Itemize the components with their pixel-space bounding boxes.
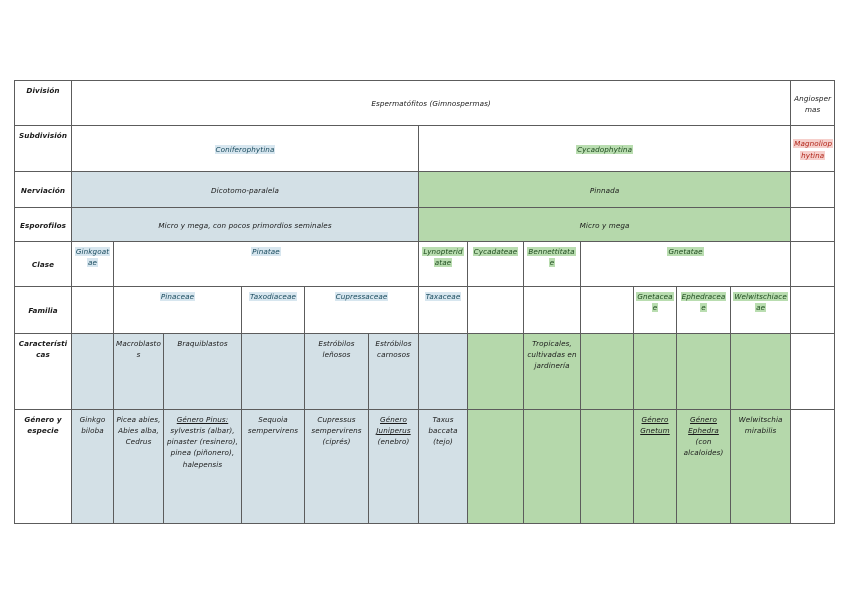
cell-clase-angiospermas [790,241,836,287]
cell-familia-gnetaceae: Gnetaceae [633,286,677,334]
row-label-caracteristicas: Características [14,333,72,410]
row-label-division: División [14,80,72,126]
cell-genero-taxus: Taxus baccata (tejo) [418,409,468,524]
cell-division-gimnospermas: Espermatófitos (Gimnospermas) [70,80,792,126]
cell-genero-gnetum: Género Gnetum [633,409,677,524]
cell-nerviacion-angiospermas [790,171,836,208]
cell-clase-bennettitatae: Bennettitatae [523,241,581,287]
cell-familia-taxodiaceae: Taxodiaceae [241,286,305,334]
cell-familia-cycadateae [523,286,581,334]
cell-caract-estrobilos-lenosos: Estróbilos leñosos [304,333,369,410]
table-row-caracteristicas: Características Macroblastos Braquiblast… [14,333,836,410]
cell-genero-pinaceae-otros: Picea abies, Abies alba, Cedrus [113,409,164,524]
cell-genero-sequoia: Sequoia sempervirens [241,409,305,524]
taxonomy-table: División Espermatófitos (Gimnospermas) A… [14,80,836,524]
cell-familia-cupressaceae: Cupressaceae [304,286,419,334]
row-label-esporofilos: Esporofilos [14,207,72,242]
cell-nerviacion-cycadophytina: Pinnada [417,171,792,208]
cell-caract-cycadateae: Tropicales, cultivadas en jardinería [523,333,581,410]
table-row-nerviacion: Nerviación Dicotomo-paralela Pinnada [14,171,836,208]
cell-genero-welwitschia: Welwitschia mirabilis [729,409,792,524]
label-welwitschiaceae: Welwitschiaceae [733,292,788,313]
label-cycadophytina: Cycadophytina [576,144,634,154]
cell-genero-juniperus: Género Juniperus (enebro) [368,409,419,524]
label-cupressaceae: Cupressaceae [334,292,389,301]
cell-esporofilos-cycadophytina: Micro y mega [417,207,792,242]
cell-caract-lynopteridatae [467,333,524,410]
cell-genero-angiospermas [790,409,836,524]
label-ephedra-nota: (con alcaloides) [683,437,724,458]
table-row-clase: Clase Ginkgoatae Pinatae Lynopteridatae … [14,241,836,287]
label-pinus-especies: sylvestris (albar), pinaster (resinero),… [166,426,239,469]
row-label-familia: Familia [14,286,72,334]
label-bennettitatae: Bennettitatae [527,247,576,268]
label-taxodiaceae: Taxodiaceae [249,292,297,301]
label-ephedraceae: Ephedraceae [680,292,727,313]
cell-caract-gnetaceae [633,333,677,410]
label-lynopteridatae: Lynopteridatae [422,247,464,268]
cell-caract-welwitschiaceae [729,333,792,410]
row-label-genero-especie: Género y especie [14,409,72,524]
cell-subdivision-cycadophytina: Cycadophytina [417,125,792,172]
cell-caract-bennettitatae [580,333,634,410]
label-taxaceae: Taxaceae [424,292,462,301]
row-label-clase: Clase [14,241,72,287]
row-label-subdivision: Subdivisión [14,125,72,172]
cell-subdivision-magnoliophytina: Magnoliophytina [790,125,836,172]
label-juniperus-nombre: (enebro) [377,437,410,447]
cell-caract-estrobilos-carnosos: Estróbilos carnosos [368,333,419,410]
cell-clase-cycadateae: Cycadateae [467,241,524,287]
cell-caract-braquiblastos: Braquiblastos [163,333,242,410]
label-magnoliophytina: Magnoliophytina [793,139,834,160]
label-genero-pinus: Género Pinus: [176,415,229,424]
cell-caract-taxaceae [418,333,468,410]
cell-caract-taxodiaceae [241,333,305,410]
cell-familia-angiospermas [790,286,836,334]
cell-familia-ephedraceae: Ephedraceae [676,286,731,334]
cell-genero-lynopteridatae [467,409,524,524]
cell-nerviacion-coniferophytina: Dicotomo-paralela [71,171,419,208]
table-row-genero-especie: Género y especie Ginkgo biloba Picea abi… [14,409,836,524]
cell-esporofilos-angiospermas [790,207,836,242]
label-genero-gnetum: Género Gnetum [640,415,670,436]
cell-clase-ginkgoatae: Ginkgoatae [71,241,114,287]
cell-familia-taxaceae: Taxaceae [418,286,468,334]
cell-caract-ephedraceae [676,333,731,410]
cell-genero-bennettitatae [580,409,634,524]
cell-genero-ephedra: Género Ephedra (con alcaloides) [676,409,731,524]
cell-familia-pinaceae: Pinaceae [113,286,242,334]
cell-caract-angiospermas [790,333,836,410]
label-coniferophytina: Coniferophytina [214,144,276,154]
cell-genero-ginkgo: Ginkgo biloba [71,409,114,524]
row-label-nerviacion: Nerviación [14,171,72,208]
label-genero-ephedra: Género Ephedra [688,415,719,436]
label-gnetatae: Gnetatae [667,247,704,256]
table-row-esporofilos: Esporofilos Micro y mega, con pocos prim… [14,207,836,242]
cell-familia-bennettitatae [580,286,634,334]
cell-clase-lynopteridatae: Lynopteridatae [418,241,468,287]
cell-division-angiospermas: Angiospermas [790,80,836,126]
label-gnetaceae: Gnetaceae [636,292,674,313]
cell-genero-cupressus: Cupressus sempervirens (ciprés) [304,409,369,524]
table-row-subdivision: Subdivisión Coniferophytina Cycadophytin… [14,125,836,172]
cell-familia-welwitschiaceae: Welwitschiaceae [729,286,792,334]
label-ginkgoatae: Ginkgoatae [74,247,111,268]
cell-clase-pinatae: Pinatae [113,241,419,287]
label-cycadateae: Cycadateae [472,247,519,256]
label-pinaceae: Pinaceae [159,292,196,301]
label-pinatae: Pinatae [251,247,281,256]
label-genero-juniperus: Género Juniperus [376,415,411,436]
table-row-division: División Espermatófitos (Gimnospermas) A… [14,80,836,126]
cell-genero-cycadateae [523,409,581,524]
cell-caract-ginkgoatae [71,333,114,410]
cell-familia-lynopteridatae [467,286,524,334]
table-row-familia: Familia Pinaceae Taxodiaceae Cupressacea… [14,286,836,334]
cell-esporofilos-coniferophytina: Micro y mega, con pocos primordios semin… [71,207,419,242]
cell-caract-macroblastos: Macroblastos [113,333,164,410]
cell-subdivision-coniferophytina: Coniferophytina [71,125,419,172]
cell-familia-ginkgoatae [71,286,114,334]
cell-genero-pinus: Género Pinus: sylvestris (albar), pinast… [163,409,242,524]
cell-clase-gnetatae: Gnetatae [579,241,792,287]
